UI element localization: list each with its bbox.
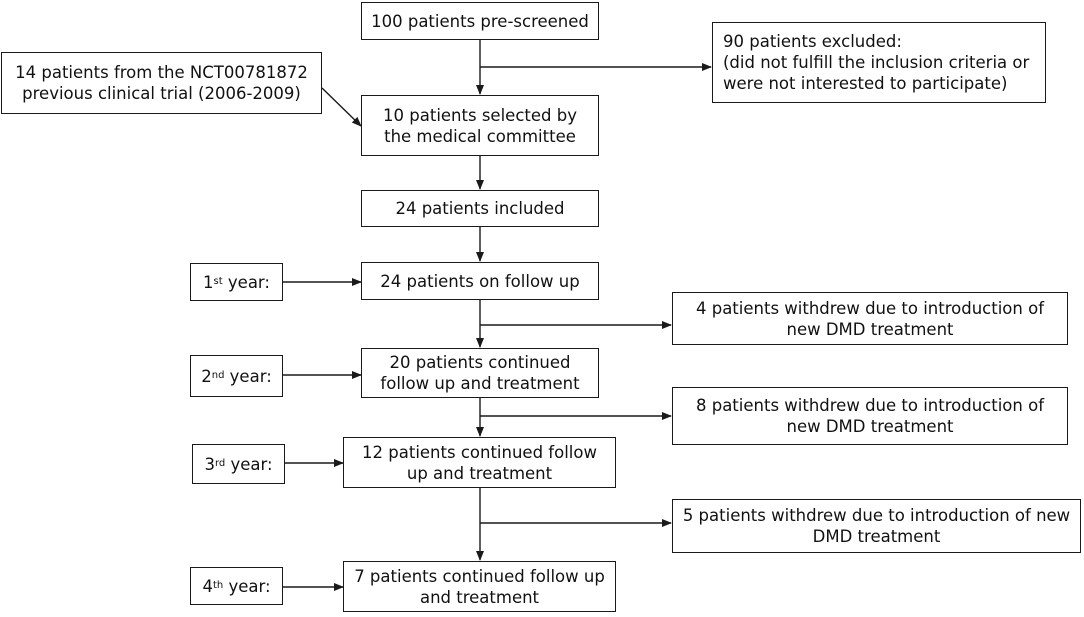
- box-previous-trial: 14 patients from the NCT00781872 previou…: [1, 52, 322, 114]
- box-withdrew-8-line-1: 8 patients withdrew due to introduction …: [695, 396, 1044, 415]
- box-prescreened-text: 100 patients pre-screened: [371, 11, 589, 31]
- box-withdrew-5: 5 patients withdrew due to introduction …: [672, 499, 1081, 553]
- year-label-3-num: 3: [204, 454, 215, 474]
- box-prescreened: 100 patients pre-screened: [361, 2, 599, 40]
- box-continued-20: 20 patients continued follow up and trea…: [361, 348, 599, 398]
- box-continued-7-line-2: and treatment: [419, 587, 540, 607]
- box-selected: 10 patients selected by the medical comm…: [361, 95, 599, 156]
- box-selected-line-2: the medical committee: [384, 126, 576, 146]
- arrow-previous-trial-to-selected: [321, 87, 362, 127]
- box-continued-20-line-2: follow up and treatment: [380, 374, 580, 393]
- box-followup-24-text: 24 patients on follow up: [380, 271, 580, 291]
- box-continued-7-line-1: 7 patients continued follow up: [354, 566, 605, 586]
- box-selected-line-1: 10 patients selected by: [383, 105, 577, 125]
- year-label-2-text: year:: [224, 366, 272, 386]
- year-label-2-num: 2: [201, 366, 212, 386]
- box-included-text: 24 patients included: [395, 199, 565, 218]
- box-followup-24: 24 patients on follow up: [361, 262, 599, 300]
- box-withdrew-8: 8 patients withdrew due to introduction …: [672, 387, 1068, 445]
- box-excluded-line-2: (did not fulfill the inclusion criteria …: [723, 53, 1030, 72]
- box-withdrew-4: 4 patients withdrew due to introduction …: [672, 292, 1068, 345]
- box-continued-12: 12 patients continued follow up and trea…: [343, 437, 616, 488]
- box-continued-12-line-1: 12 patients continued follow: [362, 442, 597, 462]
- year-label-1-num: 1: [203, 272, 214, 292]
- year-label-1-text: year:: [222, 272, 270, 292]
- box-excluded-line-1: 90 patients excluded:: [723, 32, 902, 51]
- box-excluded-line-3: were not interested to participate): [723, 74, 1008, 93]
- box-excluded: 90 patients excluded: (did not fulfill t…: [712, 22, 1046, 103]
- box-continued-7: 7 patients continued follow up and treat…: [343, 561, 616, 612]
- box-included: 24 patients included: [361, 190, 599, 227]
- box-continued-20-line-1: 20 patients continued: [389, 353, 571, 372]
- year-label-3-text: year:: [225, 454, 273, 474]
- year-label-4-text: year:: [223, 576, 271, 596]
- box-continued-12-line-2: up and treatment: [406, 463, 553, 483]
- year-label-4-num: 4: [202, 576, 213, 596]
- box-withdrew-5-line-2: DMD treatment: [812, 527, 941, 546]
- box-withdrew-4-line-2: new DMD treatment: [786, 319, 954, 339]
- box-withdrew-8-line-2: new DMD treatment: [786, 417, 954, 436]
- box-previous-trial-line-2: previous clinical trial (2006-2009): [22, 84, 301, 103]
- box-withdrew-5-line-1: 5 patients withdrew due to introduction …: [682, 506, 1071, 525]
- box-withdrew-4-line-1: 4 patients withdrew due to introduction …: [695, 298, 1044, 318]
- box-previous-trial-line-1: 14 patients from the NCT00781872: [15, 63, 308, 82]
